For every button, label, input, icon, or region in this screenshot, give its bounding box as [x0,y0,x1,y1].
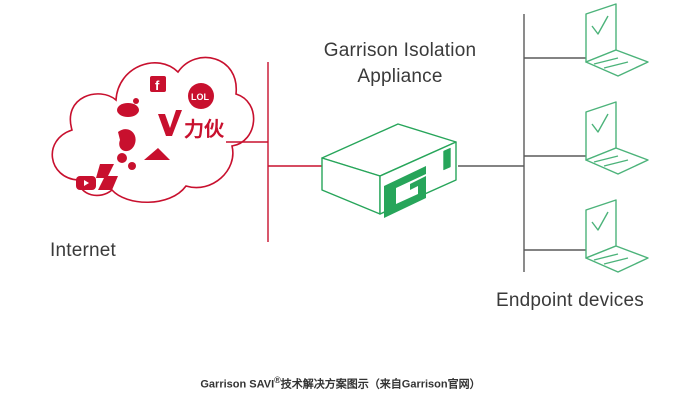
appliance-label-line1: Garrison Isolation [323,40,477,61]
yahoo-icon [96,164,118,190]
network-lines [226,62,322,242]
houzz-icon [144,148,170,160]
caption-registered-mark: ® [274,375,281,385]
cloud-icons: f LOL 力伙 [76,76,225,190]
endpoint-device-3 [585,199,649,273]
facebook-icon: f [150,76,166,93]
appliance-label: Garrison Isolation Appliance [300,38,500,90]
youtube-icon [76,176,96,190]
svg-text:LOL: LOL [191,92,209,102]
internet-cloud [51,56,255,204]
amazon-icon [118,129,136,152]
svg-text:f: f [155,78,160,93]
endpoint-device-2 [585,101,649,175]
garrison-g-logo [384,166,426,218]
endpoint-devices-label: Endpoint devices [496,290,644,311]
baidu-icon [117,153,136,170]
endpoint-lines [458,14,586,272]
endpoint-device-1 [585,3,649,77]
isolation-appliance [321,123,457,218]
svg-text:力伙: 力伙 [184,117,225,141]
vimeo-icon [158,110,182,136]
figure-caption: Garrison SAVI®技术解决方案图示（来自Garrison官网） [0,375,681,392]
renren-icon: 力伙 [184,117,225,141]
caption-text: 技术解决方案图示（来自Garrison官网） [280,378,481,391]
lol-icon: LOL [188,83,214,109]
caption-brand: Garrison SAVI [200,378,275,391]
appliance-label-line2: Appliance [357,66,443,87]
internet-label: Internet [50,240,117,261]
weibo-icon [117,98,139,117]
